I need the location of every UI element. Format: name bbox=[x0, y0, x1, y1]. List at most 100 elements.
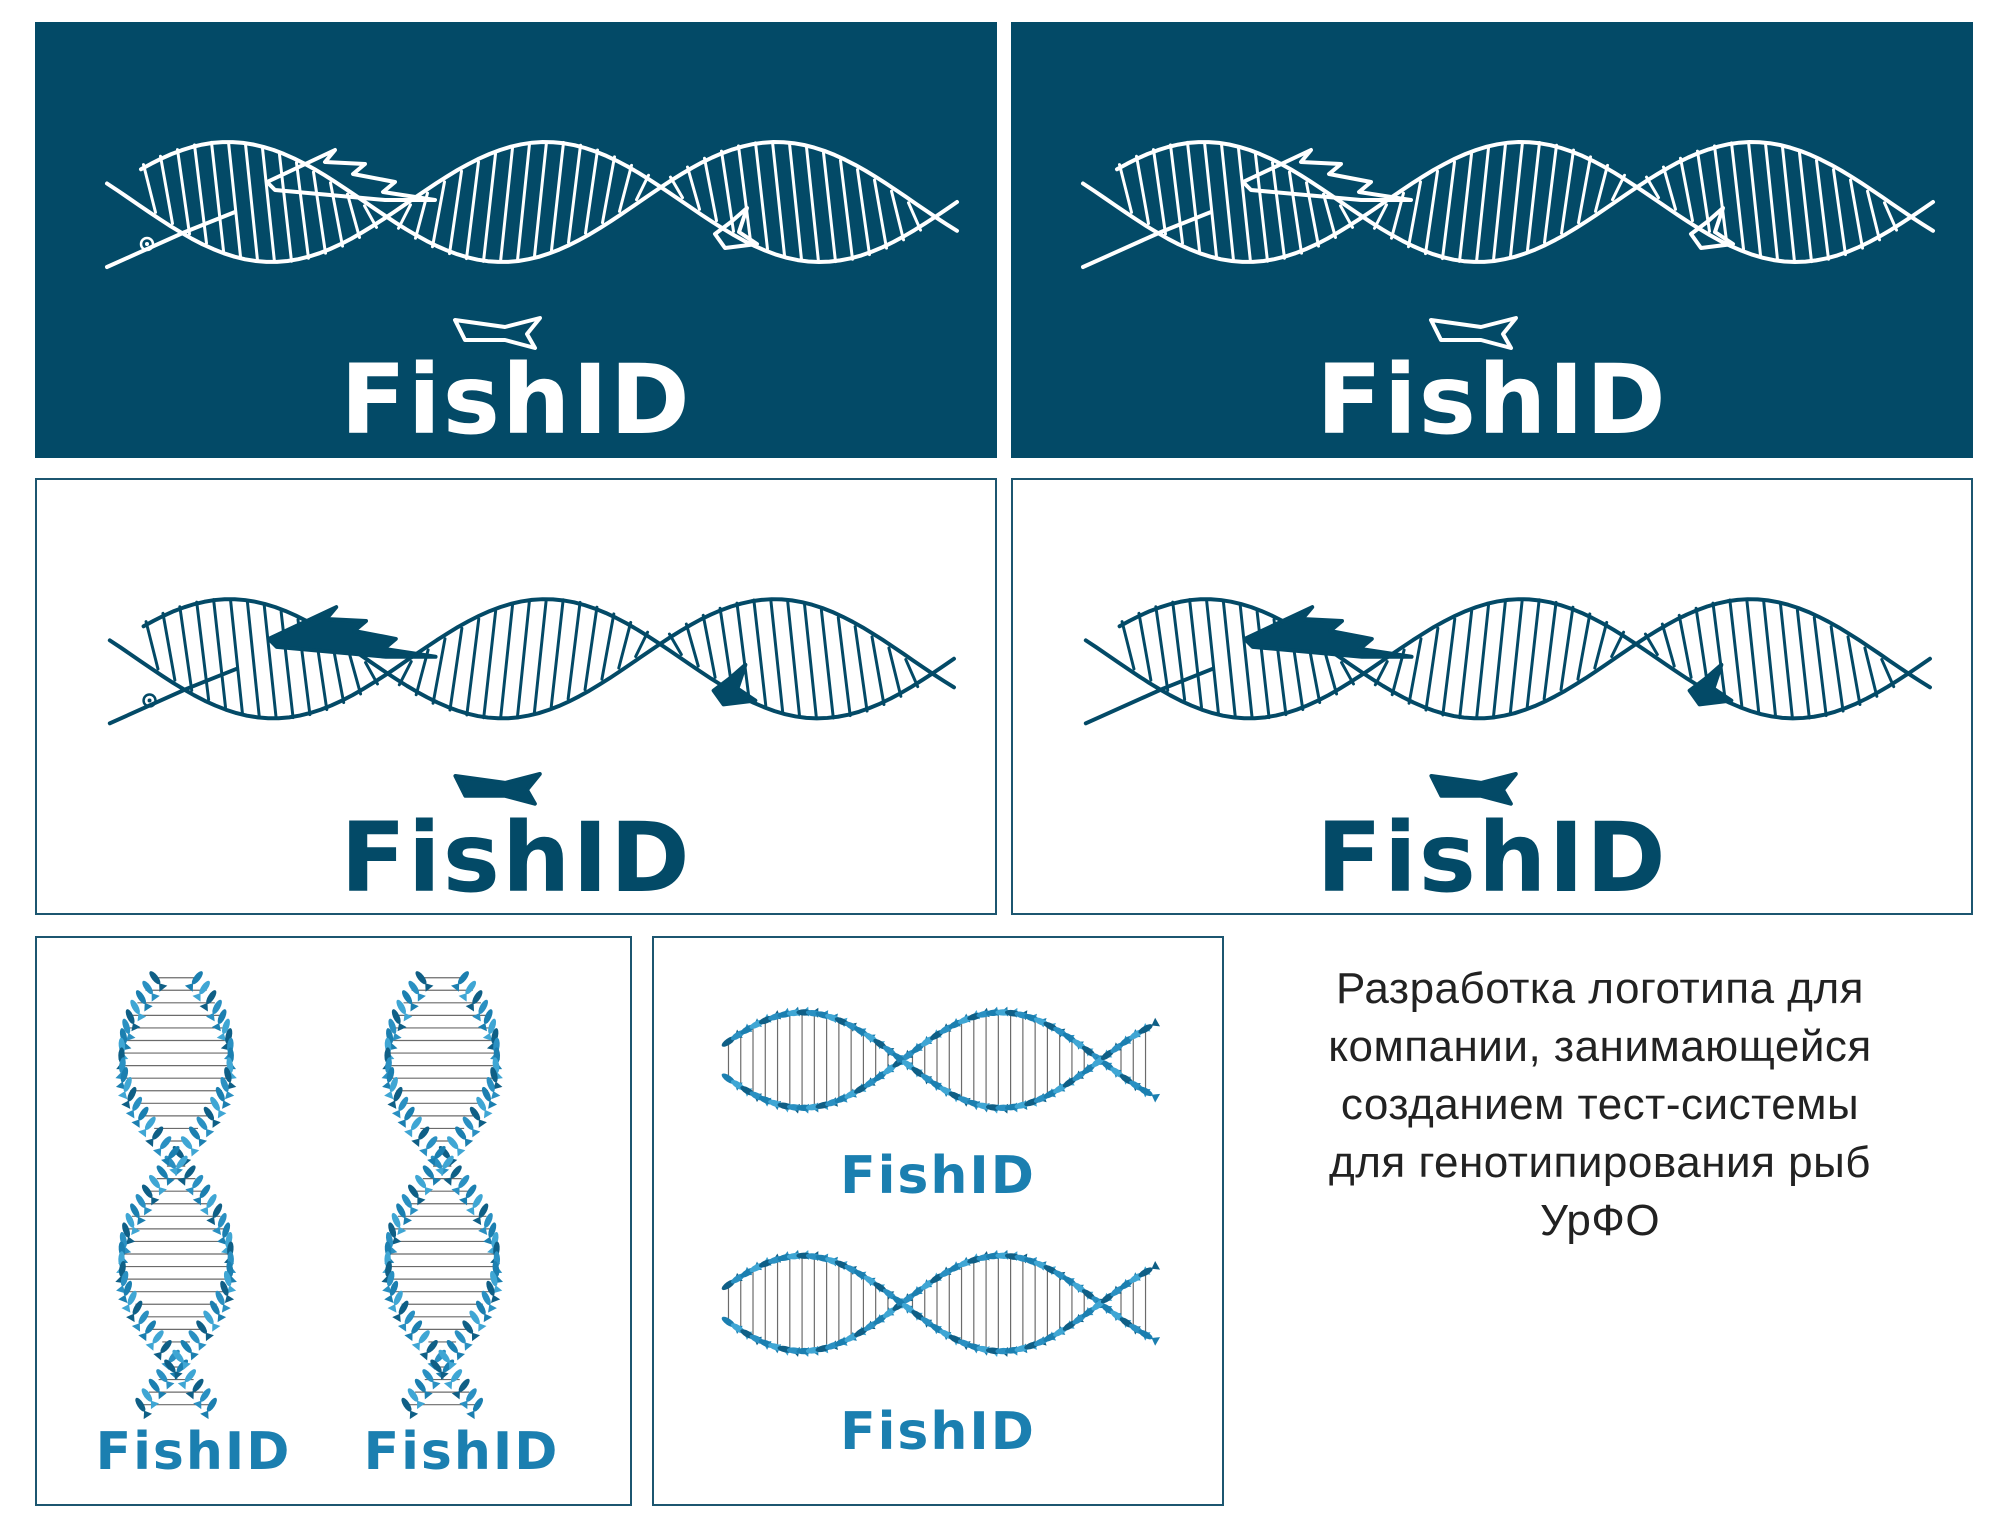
dna-rung bbox=[618, 163, 633, 213]
dna-rung bbox=[1237, 146, 1252, 264]
dna-rung bbox=[1339, 204, 1354, 229]
dna-rung bbox=[228, 597, 244, 715]
fish-glyph bbox=[404, 1116, 422, 1138]
dna-rung bbox=[754, 141, 769, 251]
dna-rung bbox=[262, 604, 278, 720]
fish-glyph bbox=[161, 1145, 180, 1167]
fish-glyph bbox=[216, 1018, 230, 1042]
fish-school-helix bbox=[721, 1006, 1161, 1114]
dna-rung bbox=[617, 620, 633, 670]
dna-rung bbox=[1458, 152, 1473, 263]
fish-glyph bbox=[458, 980, 477, 1002]
fish-glyph bbox=[435, 1155, 454, 1176]
dna-rung bbox=[904, 658, 920, 689]
fish-glyph bbox=[138, 1116, 156, 1138]
fish-glyph bbox=[172, 1349, 191, 1370]
fish-eye-pupil bbox=[145, 242, 149, 246]
dna-rung bbox=[278, 153, 293, 263]
dna-rung bbox=[329, 181, 344, 248]
dna-rung bbox=[159, 154, 174, 226]
dna-rung bbox=[1594, 163, 1609, 213]
fish-glyph bbox=[223, 1270, 237, 1294]
dna-rung bbox=[907, 201, 922, 232]
dna-strand bbox=[1083, 597, 1932, 721]
dna-rung bbox=[1188, 598, 1204, 709]
fish-glyph bbox=[211, 1009, 227, 1032]
fish-glyph bbox=[387, 1086, 403, 1109]
dna-rung bbox=[1559, 605, 1575, 692]
caption-line: Разработка логотипа для bbox=[1336, 964, 1864, 1013]
tail-fin bbox=[711, 662, 758, 707]
fish-glyph bbox=[116, 1270, 129, 1294]
fish-glyph bbox=[407, 1388, 426, 1410]
fish-glyph bbox=[451, 971, 469, 992]
dna-rung bbox=[448, 626, 464, 712]
dna-rung bbox=[1220, 142, 1235, 262]
dna-rung bbox=[735, 601, 751, 699]
fish-glyph bbox=[481, 1086, 498, 1109]
dna-rung bbox=[1745, 597, 1761, 714]
dna-rung bbox=[295, 161, 310, 260]
dna-rung bbox=[1152, 148, 1167, 236]
fish-glyph bbox=[396, 1203, 412, 1226]
fish-glyph bbox=[145, 1126, 164, 1147]
dna-rung bbox=[1764, 141, 1779, 262]
dna-rung bbox=[1509, 140, 1524, 258]
dna-rung bbox=[1815, 158, 1830, 261]
fish-glyph bbox=[419, 1340, 438, 1361]
fish-glyph bbox=[459, 1388, 477, 1410]
dna-rung bbox=[720, 149, 735, 233]
dna-rung bbox=[499, 146, 514, 264]
fish-school-helix bbox=[721, 1249, 1161, 1357]
dna-rung bbox=[1169, 143, 1184, 245]
dna-rung bbox=[364, 661, 379, 686]
fish-dna-icon bbox=[107, 597, 956, 806]
dna-rung bbox=[1543, 143, 1558, 244]
dna-rung bbox=[1475, 146, 1490, 264]
fish-glyph bbox=[135, 1194, 153, 1216]
dna-rung bbox=[803, 602, 818, 720]
fish-eye-pupil bbox=[147, 698, 152, 703]
dna-rung bbox=[1492, 599, 1507, 719]
caption-line: УрФО bbox=[1539, 1196, 1661, 1245]
fish-glyph bbox=[430, 1359, 449, 1380]
fish-glyph bbox=[451, 1174, 470, 1196]
fish-school-helix-vertical bbox=[115, 971, 504, 1420]
fish-glyph bbox=[469, 1106, 487, 1128]
dna-rung bbox=[890, 189, 905, 242]
dna-rung bbox=[516, 142, 531, 262]
fish-glyph bbox=[169, 1155, 188, 1176]
fish-glyph bbox=[130, 1203, 146, 1226]
fish-glyph bbox=[408, 980, 426, 1002]
dna-rung bbox=[144, 620, 160, 671]
dna-rung bbox=[853, 625, 869, 713]
logo-panel-vertical-helix: FishID FishID bbox=[35, 936, 632, 1506]
dna-rung bbox=[1288, 170, 1303, 255]
dna-rung bbox=[533, 140, 548, 258]
fish-glyph bbox=[401, 1397, 419, 1420]
dna-rung bbox=[1747, 140, 1762, 257]
dna-rung bbox=[1305, 181, 1320, 248]
dna-rung bbox=[1542, 600, 1558, 701]
fish-glyph bbox=[121, 1086, 137, 1109]
dna-rung bbox=[684, 622, 700, 668]
logo-wordmark: FishID bbox=[1316, 344, 1668, 456]
dna-rung bbox=[1441, 160, 1456, 261]
fish-glyph bbox=[126, 1300, 143, 1323]
fish-glyph bbox=[422, 1369, 441, 1390]
dna-rung bbox=[193, 143, 208, 245]
fish-dna-icon bbox=[1081, 140, 1935, 350]
fish-glyph bbox=[130, 999, 147, 1022]
dna-rung bbox=[771, 140, 786, 257]
dna-rung bbox=[1323, 649, 1339, 696]
dna-rung bbox=[1322, 192, 1337, 239]
dna-rung bbox=[465, 617, 481, 717]
dna-rung bbox=[1475, 603, 1491, 720]
dna-rung bbox=[431, 637, 447, 705]
dna-rung bbox=[737, 144, 752, 243]
dna-rung bbox=[1730, 141, 1745, 251]
dna-rung bbox=[1186, 140, 1201, 253]
fish-glyph bbox=[135, 990, 153, 1012]
dna-rung bbox=[1458, 609, 1474, 720]
fish-glyph bbox=[458, 1184, 477, 1206]
